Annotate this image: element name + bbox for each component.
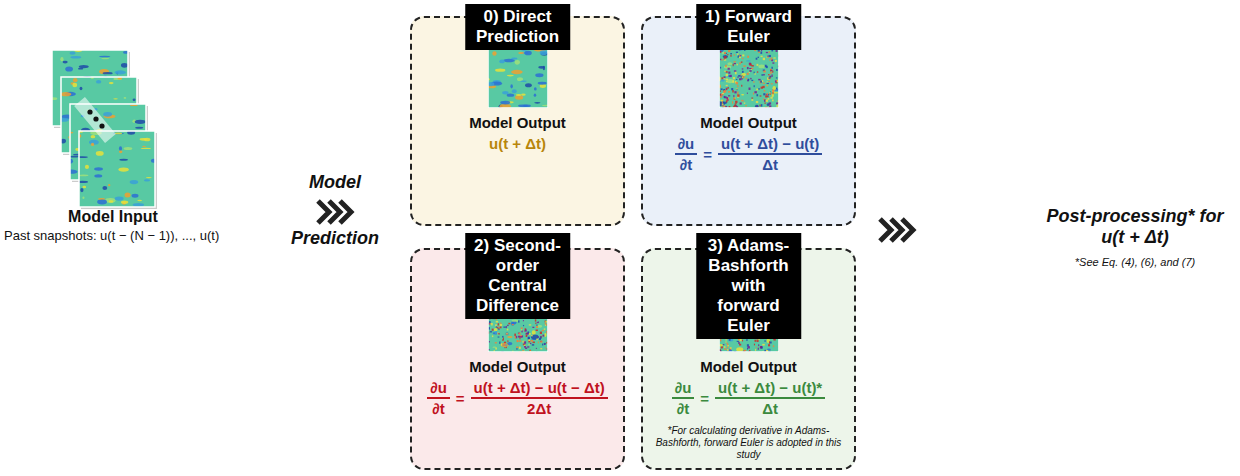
denominator: ∂t: [677, 155, 695, 173]
flow-field: [488, 292, 548, 352]
formula: ∂u∂t = u(t + Δt) − u(t)*Δt: [672, 379, 825, 417]
flow-field: [719, 292, 779, 352]
formula: ∂u∂t = u(t + Δt) − u(t − Δt)2Δt: [427, 379, 607, 417]
output-block: Model Output ∂u∂t = u(t + Δt) − u(t)*Δt *For…: [643, 358, 854, 461]
postprocess-label: Post-processing* for u(t + Δt): [1036, 206, 1234, 248]
method-heading: 1) Forward Euler: [696, 4, 802, 50]
formula: ∂u∂t = u(t + Δt) − u(t)Δt: [675, 135, 823, 173]
method-box: 0) Direct PredictionModel Outputu(t + Δt…: [410, 16, 625, 226]
input-snapshot-stack: [49, 49, 157, 209]
flow-field: [488, 48, 548, 108]
method-heading: 0) Direct Prediction: [465, 4, 571, 50]
output-label: Model Output: [469, 114, 566, 131]
arrow-label: Prediction: [280, 228, 390, 249]
output-symbol: u(t + Δt): [489, 135, 546, 152]
numerator: u(t + Δt) − u(t − Δt): [471, 379, 608, 399]
method-box: 1) Forward EulerModel Output∂u∂t=u(t + Δ…: [641, 16, 856, 226]
denominator: Δt: [759, 155, 781, 173]
output-field: [719, 48, 779, 108]
output-block: Model Output u(t + Δt): [412, 114, 623, 152]
equals-sign: =: [456, 390, 465, 407]
postprocess-chevrons: [880, 219, 913, 241]
numerator: u(t + Δt) − u(t): [718, 135, 822, 155]
method-box: 2) Second-order Central DifferenceModel …: [410, 248, 625, 470]
equals-sign: =: [703, 146, 712, 163]
footnote: *For calculating derivative in Adams-Bas…: [649, 425, 849, 461]
flow-field: [76, 130, 155, 207]
equals-sign: =: [700, 390, 709, 407]
denominator: ∂t: [429, 399, 447, 417]
output-label: Model Output: [700, 114, 797, 131]
method-box: 3) Adams-Bashforth with forward EulerMod…: [641, 248, 856, 470]
method-heading: 2) Second-order Central Difference: [465, 233, 571, 319]
flow-field: [719, 48, 779, 108]
fraction: u(t + Δt) − u(t)*Δt: [715, 379, 825, 417]
input-description: Past snapshots: u(t − (N − 1)), ..., u(t…: [4, 228, 294, 243]
output-block: Model Output ∂u∂t = u(t + Δt) − u(t − Δt)2Δ…: [412, 358, 623, 417]
denominator: ∂t: [674, 399, 692, 417]
numerator: ∂u: [427, 379, 450, 399]
output-label: Model Output: [700, 358, 797, 375]
output-block: Model Output∂u∂t = u(t + Δt) − u(t)Δt: [643, 114, 854, 173]
numerator: ∂u: [672, 379, 695, 399]
fraction: ∂u∂t: [672, 379, 695, 417]
prediction-chevrons: [318, 201, 351, 223]
reference-note: *See Eq. (4), (6), and (7): [1036, 256, 1234, 268]
denominator: 2Δt: [524, 399, 554, 417]
output-label: Model Output: [469, 358, 566, 375]
arrow-label: Model: [290, 172, 380, 193]
output-field: [488, 48, 548, 108]
fraction: u(t + Δt) − u(t)Δt: [718, 135, 822, 173]
method-heading: 3) Adams-Bashforth with forward Euler: [696, 233, 802, 339]
formula: u(t + Δt): [489, 135, 546, 152]
numerator: u(t + Δt) − u(t)*: [715, 379, 825, 399]
numerator: ∂u: [675, 135, 698, 155]
fraction: ∂u∂t: [675, 135, 698, 173]
input-label: Model Input: [38, 208, 188, 226]
denominator: Δt: [759, 399, 781, 417]
fraction: u(t + Δt) − u(t − Δt)2Δt: [471, 379, 608, 417]
fraction: ∂u∂t: [427, 379, 450, 417]
